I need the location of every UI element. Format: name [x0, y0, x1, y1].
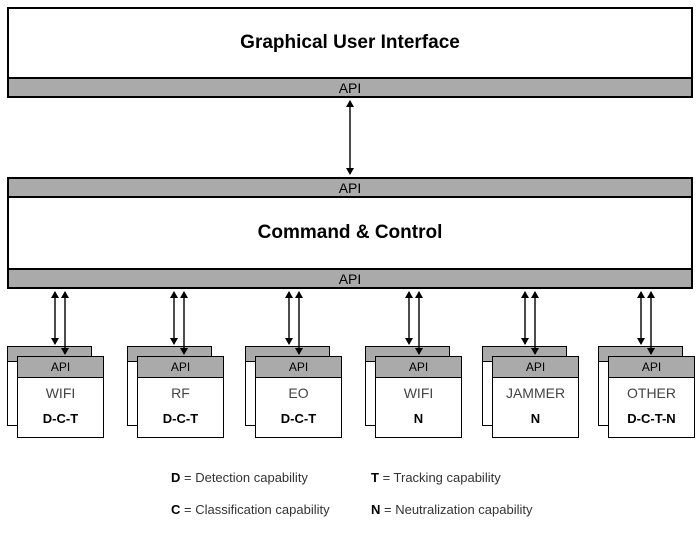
cc-api-top-label: API [338, 179, 362, 196]
cc-api-bottom-label: API [338, 270, 362, 287]
module-capability: D-C-T [162, 411, 199, 426]
gui-api-bar: API [7, 77, 693, 98]
legend-neutralization: N = Neutralization capability [371, 502, 533, 517]
module-api-bar: API [609, 357, 694, 378]
module-capability: D-C-T [280, 411, 317, 426]
module-card: API WIFI D-C-T [17, 356, 104, 438]
module-capability: D-C-T-N [627, 411, 676, 426]
module-name: WIFI [45, 385, 76, 401]
module-name: OTHER [627, 385, 676, 401]
module-card: API EO D-C-T [255, 356, 342, 438]
module-card: API WIFI N [375, 356, 462, 438]
gui-title: Graphical User Interface [240, 32, 460, 53]
gui-api-label: API [338, 79, 362, 96]
module-name: RF [171, 385, 190, 401]
module-api-bar: API [138, 357, 223, 378]
module-card: API OTHER D-C-T-N [608, 356, 695, 438]
module-arrows [51, 291, 655, 355]
legend-classification: C = Classification capability [171, 502, 330, 517]
cc-api-bottom-bar: API [7, 268, 693, 289]
cc-title: Command & Control [257, 222, 443, 243]
module-api-bar: API [18, 357, 103, 378]
module-name: EO [288, 385, 309, 401]
module-name: WIFI [403, 385, 434, 401]
module-capability: N [530, 411, 541, 426]
module-card: API JAMMER N [492, 356, 579, 438]
module-api-bar: API [493, 357, 578, 378]
legend-detection: D = Detection capability [171, 470, 308, 485]
legend-tracking: T = Tracking capability [371, 470, 501, 485]
module-api-bar: API [376, 357, 461, 378]
module-card: API RF D-C-T [137, 356, 224, 438]
module-capability: D-C-T [42, 411, 79, 426]
module-api-bar: API [256, 357, 341, 378]
gui-box: Graphical User Interface [7, 7, 693, 79]
cc-box: Command & Control [7, 196, 693, 270]
module-name: JAMMER [505, 385, 566, 401]
module-capability: N [413, 411, 424, 426]
